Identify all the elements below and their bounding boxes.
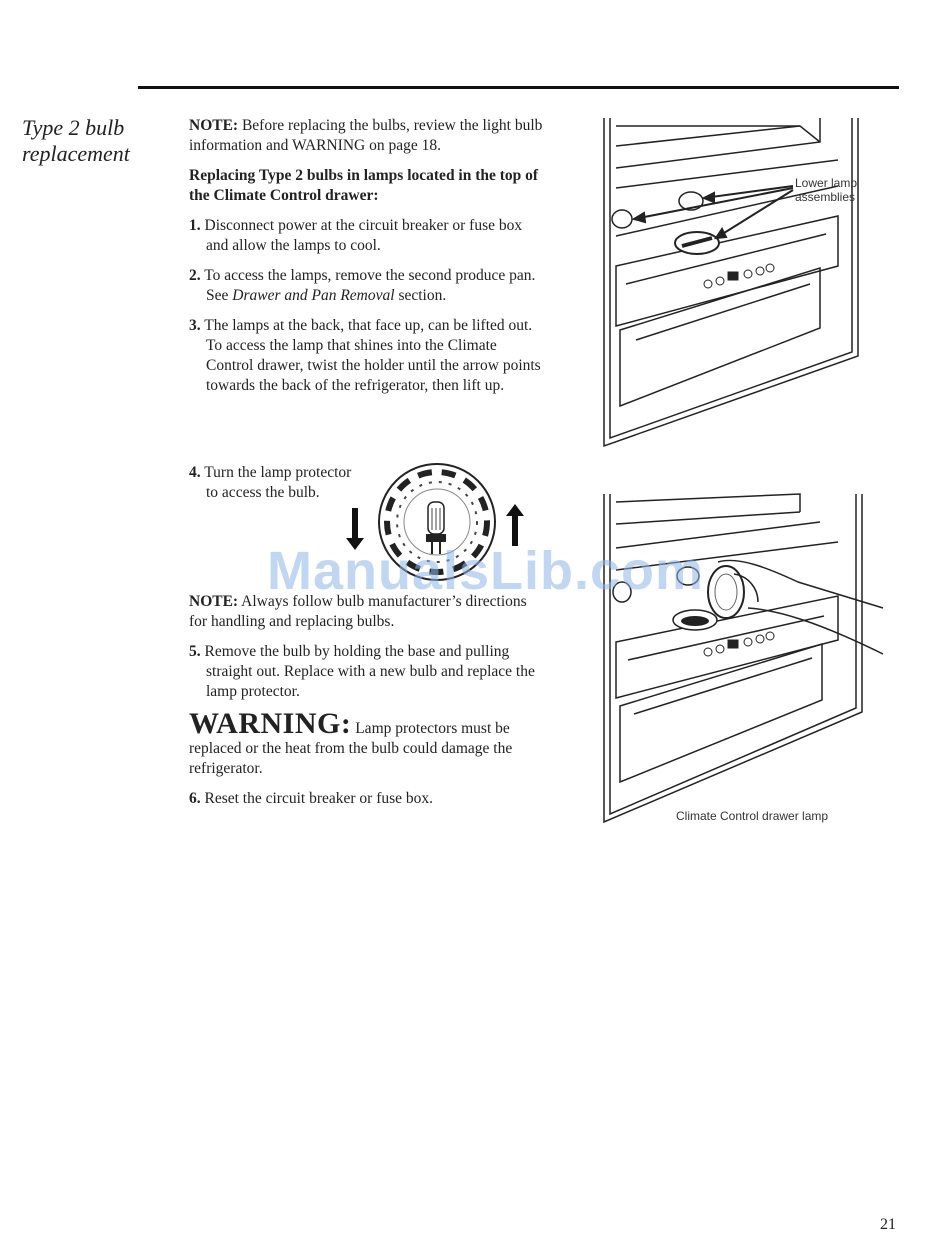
step-4: 4. Turn the lamp protector to access the… xyxy=(189,463,356,503)
step-6: 6. Reset the circuit breaker or fuse box… xyxy=(189,789,544,809)
lower-lamp-assemblies-figure xyxy=(603,118,859,448)
instructions-column: NOTE: Before replacing the bulbs, review… xyxy=(189,116,544,406)
step-number: 4. xyxy=(189,464,201,481)
step-1: 1. Disconnect power at the circuit break… xyxy=(189,216,544,256)
step-2: 2. To access the lamps, remove the secon… xyxy=(189,266,544,306)
warning-text: Lamp protectors must be replaced or the … xyxy=(189,720,513,777)
note-text: Always follow bulb manufacturer’s direct… xyxy=(189,593,527,630)
cross-reference: Drawer and Pan Removal xyxy=(232,287,395,304)
note-text: Before replacing the bulbs, review the l… xyxy=(189,117,543,154)
lamp-protector-illustration xyxy=(346,463,524,581)
header-rule xyxy=(138,86,899,89)
instructions-column-lower: NOTE: Always follow bulb manufacturer’s … xyxy=(189,592,544,819)
section-title: Type 2 bulb replacement xyxy=(22,115,130,166)
step-number: 1. xyxy=(189,217,201,234)
step-text-end: section. xyxy=(394,287,447,304)
watermark: ManualsLib.com xyxy=(267,541,705,601)
climate-control-drawer-lamp-figure xyxy=(603,493,884,824)
page-number: 21 xyxy=(880,1216,896,1233)
step-number: 3. xyxy=(189,317,201,334)
warning-label: WARNING: xyxy=(189,707,352,740)
step-text: Reset the circuit breaker or fuse box. xyxy=(204,790,434,807)
step-text: Turn the lamp protector to access the bu… xyxy=(204,464,352,501)
note-before-replacing: NOTE: Before replacing the bulbs, review… xyxy=(189,116,544,156)
note-label: NOTE: xyxy=(189,117,239,134)
step-5: 5. Remove the bulb by holding the base a… xyxy=(189,642,544,702)
subheading: Replacing Type 2 bulbs in lamps located … xyxy=(189,167,539,204)
step-text: Remove the bulb by holding the base and … xyxy=(204,643,535,700)
lower-lamp-assemblies-label: Lower lamp assemblies xyxy=(795,176,858,204)
note-label: NOTE: xyxy=(189,593,239,610)
step-text: To access the lamps, remove the second p… xyxy=(204,267,536,304)
step-text: Disconnect power at the circuit breaker … xyxy=(204,217,523,254)
figure-caption: Climate Control drawer lamp xyxy=(676,809,829,823)
step-3: 3. The lamps at the back, that face up, … xyxy=(189,316,544,396)
step-number: 5. xyxy=(189,643,201,660)
step-text: The lamps at the back, that face up, can… xyxy=(204,317,541,394)
warning: WARNING: Lamp protectors must be replace… xyxy=(189,709,544,779)
note-manufacturer: NOTE: Always follow bulb manufacturer’s … xyxy=(189,592,544,632)
step-number: 6. xyxy=(189,790,201,807)
step-number: 2. xyxy=(189,267,201,284)
